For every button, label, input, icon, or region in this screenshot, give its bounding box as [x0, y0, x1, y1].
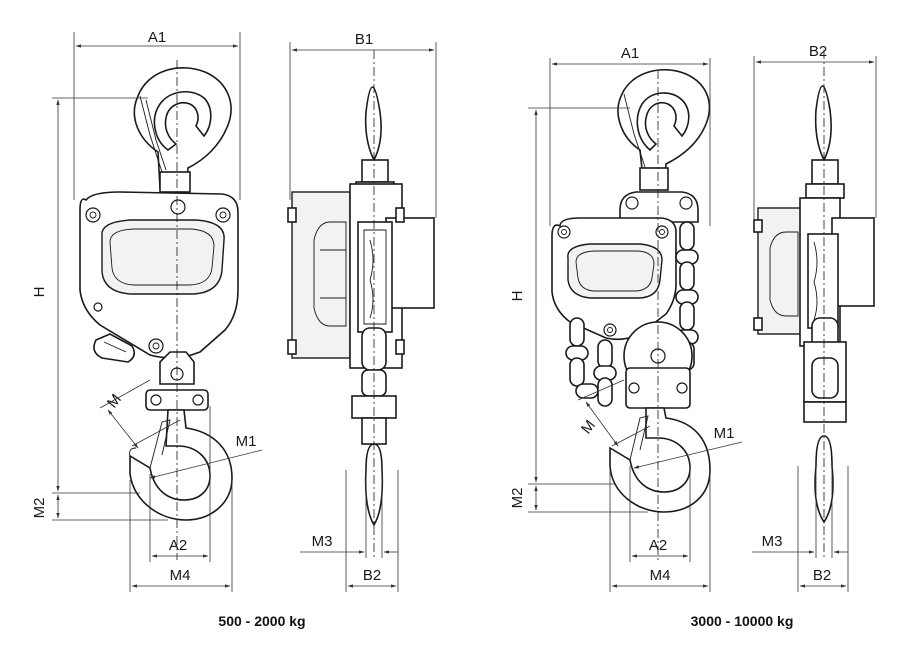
right-m4-label: M4	[650, 567, 671, 584]
bottom-hook	[609, 407, 711, 513]
left-caption: 500 - 2000 kg	[218, 613, 305, 629]
left-front-view	[79, 60, 239, 560]
right-h-label: H	[509, 291, 526, 302]
top-hook	[617, 68, 711, 189]
right-b2-top-label: B2	[809, 43, 827, 60]
left-m3-label: M3	[312, 533, 333, 550]
left-side-view	[287, 50, 435, 560]
left-front-dimensions: A1 H M2 M M1 A2 M4	[31, 29, 263, 592]
left-h-label: H	[31, 287, 48, 298]
left-b2-label: B2	[363, 567, 381, 584]
right-m-label: M	[578, 417, 599, 437]
right-side-view	[753, 50, 875, 560]
right-a1-label: A1	[621, 45, 639, 62]
left-b1-label: B1	[355, 31, 373, 48]
right-a2-label: A2	[649, 537, 667, 554]
left-m1-label: M1	[236, 433, 257, 450]
right-caption: 3000 - 10000 kg	[691, 613, 794, 629]
right-side-dimensions: B2 M3 B2	[752, 43, 877, 592]
left-a2-label: A2	[169, 537, 187, 554]
right-m1-label: M1	[714, 425, 735, 442]
left-a1-label: A1	[148, 29, 166, 46]
right-front-dimensions: A1 H M2 M M1 A2 M4	[509, 45, 743, 592]
right-b2-label: B2	[813, 567, 831, 584]
left-m-label: M	[104, 391, 125, 411]
left-m2-label: M2	[31, 498, 48, 519]
right-front-view	[551, 68, 711, 560]
right-m2-label: M2	[509, 488, 526, 509]
left-m4-label: M4	[170, 567, 191, 584]
bottom-hook	[129, 409, 233, 521]
left-side-dimensions: B1 M3 B2	[289, 31, 437, 592]
top-hook	[133, 67, 232, 191]
right-m3-label: M3	[762, 533, 783, 550]
